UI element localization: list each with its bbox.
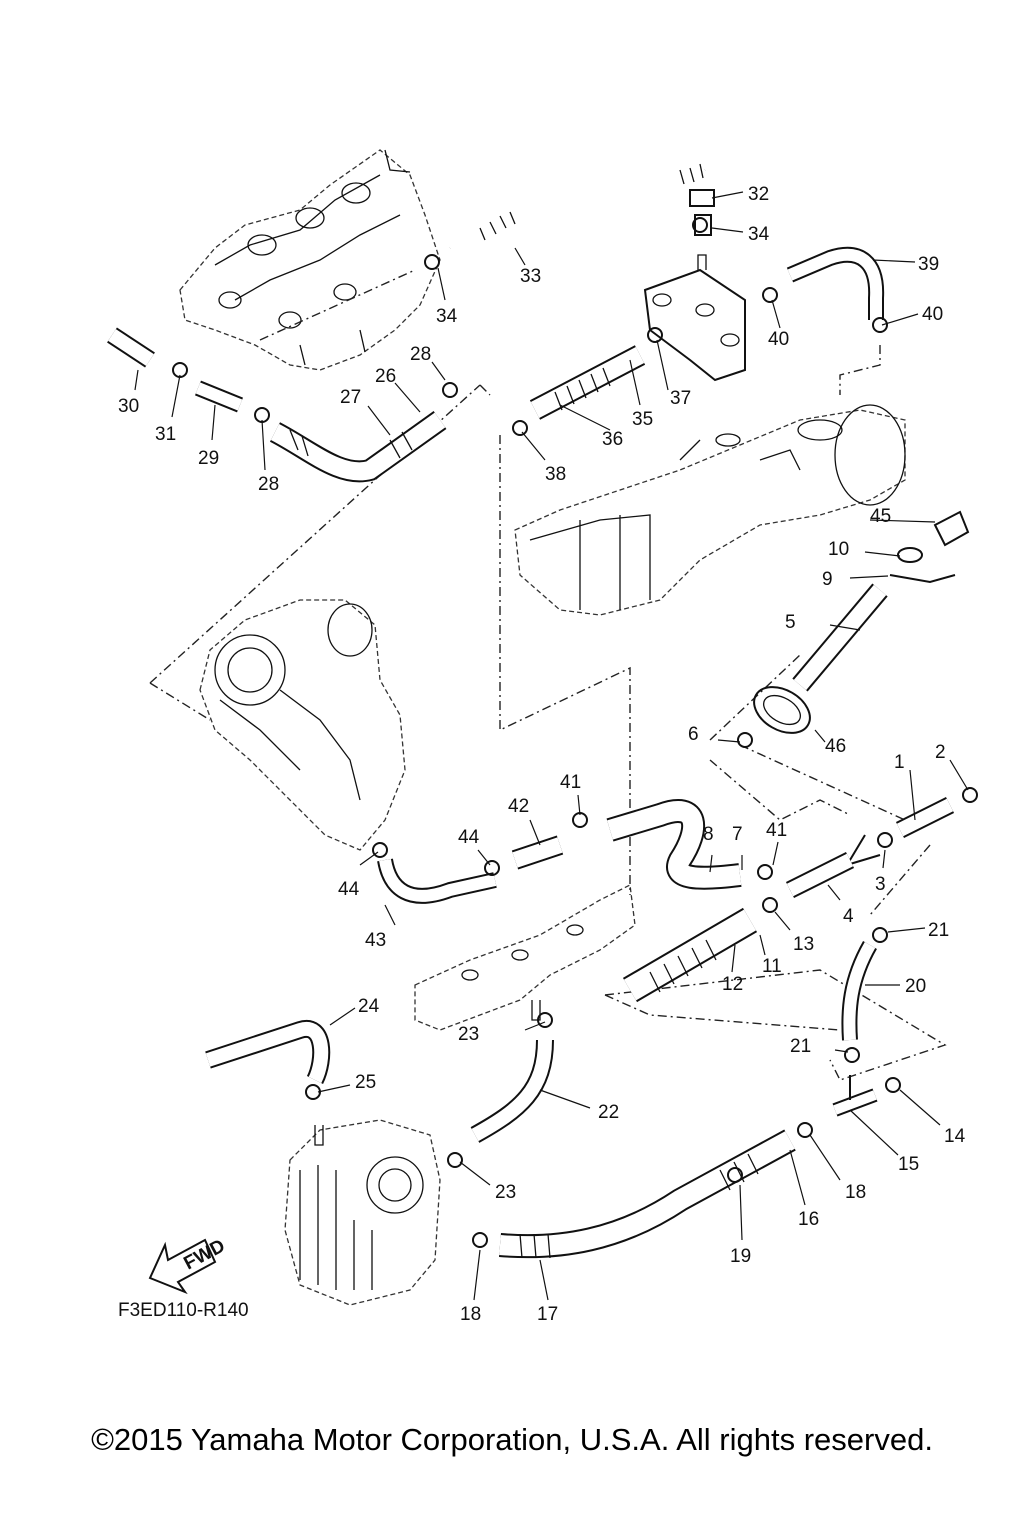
copyright-notice: ©2015 Yamaha Motor Corporation, U.S.A. A… (91, 1422, 933, 1457)
callout-28: 28 (410, 344, 431, 365)
callout-36: 36 (602, 429, 623, 450)
hose-1 (895, 796, 955, 839)
callout-24: 24 (358, 996, 380, 1017)
callout-33: 33 (520, 266, 541, 287)
hose-7-8 (606, 799, 742, 890)
hose-11-12 (622, 907, 758, 1003)
drawing-code: F3ED110-R140 (118, 1300, 249, 1321)
tee-15 (832, 1075, 878, 1117)
callout-34: 34 (436, 306, 458, 327)
callout-23: 23 (458, 1024, 479, 1045)
callout-43: 43 (365, 930, 386, 951)
pump-housing (199, 599, 406, 851)
hose-22 (470, 1039, 554, 1143)
exhaust-manifold (179, 149, 441, 371)
callout-34: 34 (748, 224, 770, 245)
callout-20: 20 (905, 976, 926, 997)
callout-11: 11 (762, 956, 782, 977)
callout-37: 37 (670, 388, 691, 409)
callout-30: 30 (118, 396, 139, 417)
fwd-arrow-icon: FWD (148, 1236, 229, 1295)
callout-18: 18 (460, 1304, 481, 1325)
hose-clamps (172, 217, 978, 1248)
callout-44: 44 (338, 879, 360, 900)
callout-39: 39 (918, 254, 939, 275)
callout-10: 10 (828, 539, 849, 560)
callout-44: 44 (458, 827, 480, 848)
callout-12: 12 (722, 974, 743, 995)
fitting-45-10-9 (889, 510, 970, 584)
callout-4: 4 (843, 906, 854, 927)
hose-33 (446, 163, 711, 253)
callout-28: 28 (258, 474, 279, 495)
callout-27: 27 (340, 387, 361, 408)
callout-41: 41 (560, 772, 581, 793)
callout-14: 14 (944, 1126, 966, 1147)
grommet-46 (753, 686, 811, 734)
callout-41: 41 (766, 820, 787, 841)
hose-27 (269, 411, 447, 483)
hose-20 (841, 941, 878, 1041)
callout-35: 35 (632, 409, 653, 430)
callout-15: 15 (898, 1154, 919, 1175)
fitting-42 (511, 835, 564, 870)
callout-40: 40 (922, 304, 943, 325)
callout-31: 31 (155, 424, 176, 445)
callout-40: 40 (768, 329, 789, 350)
reference-lines (149, 269, 947, 1081)
callout-16: 16 (798, 1209, 819, 1230)
callout-1: 1 (894, 752, 905, 773)
callout-32: 32 (748, 184, 769, 205)
callout-22: 22 (598, 1102, 619, 1123)
hose-16-17 (499, 1129, 796, 1259)
callout-7: 7 (732, 824, 743, 845)
callout-6: 6 (688, 724, 699, 745)
hose-43 (377, 858, 497, 904)
fittings-29-30 (107, 327, 244, 413)
callout-9: 9 (822, 569, 833, 590)
hose-39 (786, 246, 885, 320)
callout-5: 5 (785, 612, 796, 633)
callout-23: 23 (495, 1182, 516, 1203)
callout-38: 38 (545, 464, 566, 485)
callout-2: 2 (935, 742, 946, 763)
hose-24 (205, 1020, 331, 1085)
callout-25: 25 (355, 1072, 376, 1093)
callout-42: 42 (508, 796, 529, 817)
intake-plate (414, 884, 636, 1031)
callout-numbers: 32 34 33 34 39 40 40 37 35 36 38 28 26 2… (118, 184, 966, 1325)
callout-18: 18 (845, 1182, 866, 1203)
callout-17: 17 (537, 1304, 558, 1325)
callout-29: 29 (198, 448, 219, 469)
water-jacket-plate (643, 254, 746, 382)
hose-36 (529, 345, 646, 420)
callout-21: 21 (790, 1036, 811, 1057)
callout-8: 8 (703, 824, 714, 845)
callout-19: 19 (730, 1246, 751, 1267)
pipe-5 (792, 583, 888, 692)
callout-46: 46 (825, 736, 846, 757)
intake-body (284, 1119, 441, 1306)
callout-45: 45 (870, 506, 891, 527)
callout-3: 3 (875, 874, 886, 895)
callout-13: 13 (793, 934, 814, 955)
leader-lines (134, 191, 969, 1301)
callout-26: 26 (375, 366, 396, 387)
joint-4 (785, 834, 881, 899)
callout-21: 21 (928, 920, 949, 941)
exhaust-chamber (514, 404, 906, 616)
